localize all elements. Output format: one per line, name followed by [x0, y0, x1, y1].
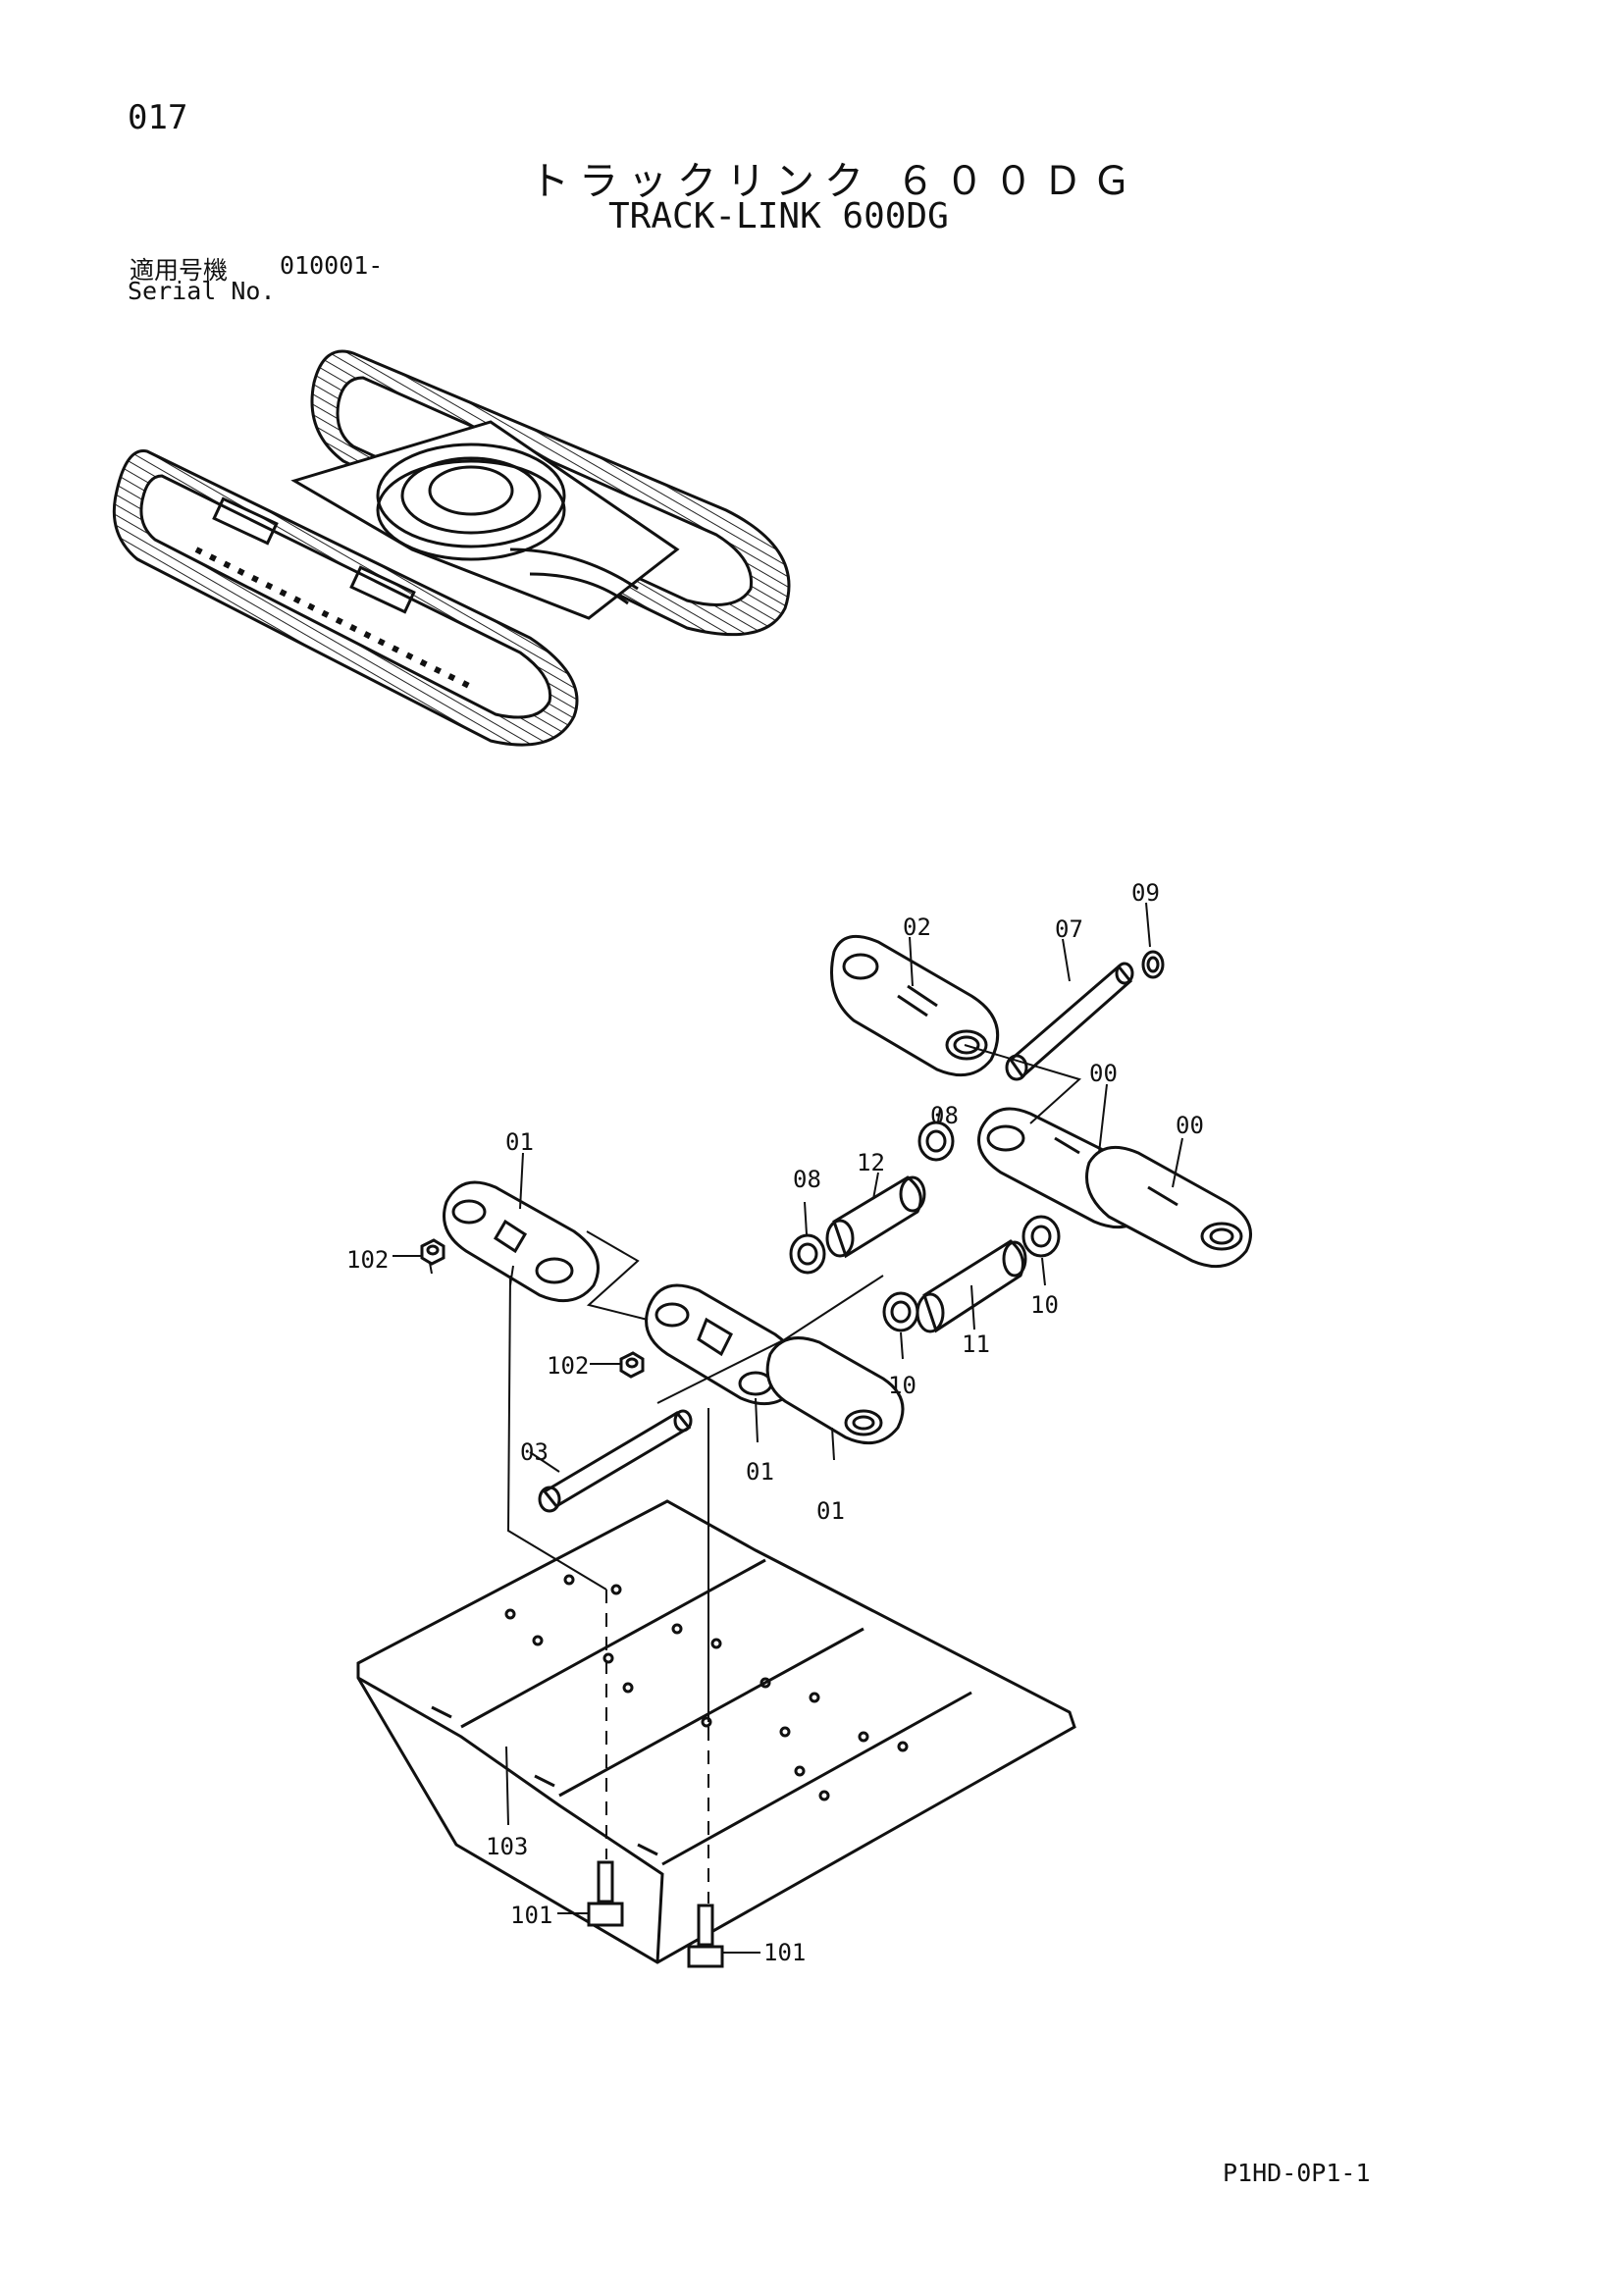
part-102-nut-upper [420, 1238, 445, 1266]
leader-lines [393, 902, 1183, 1954]
callout-01-right: 01 [816, 1497, 845, 1525]
callout-02: 02 [903, 913, 931, 941]
part-103-track-shoes [356, 1499, 1076, 1964]
part-08-seal-lower [789, 1233, 826, 1275]
callout-10-lower: 10 [888, 1372, 916, 1399]
callout-07: 07 [1055, 915, 1083, 943]
serial-label-english: Serial No. [128, 277, 276, 305]
callout-103: 103 [486, 1833, 528, 1860]
part-101-bolt-right [687, 1904, 724, 1968]
callout-102-lower: 102 [547, 1352, 589, 1380]
serial-label-japanese: 適用号機 [130, 256, 229, 285]
part-02-link [830, 934, 1000, 1077]
callout-102-upper: 102 [346, 1246, 389, 1274]
part-101-bolt-left [587, 1860, 624, 1927]
callout-101-right: 101 [763, 1939, 806, 1966]
part-00-link-assembly [977, 1107, 1252, 1269]
page-title-english: TRACK-LINK 600DG [608, 196, 949, 236]
part-10-seal-lower [882, 1291, 919, 1332]
alignment-lines [506, 1044, 1081, 1904]
callout-labels: 09 02 07 00 00 08 12 08 01 102 102 10 10… [346, 879, 1204, 1966]
callout-01-left: 01 [505, 1128, 534, 1156]
part-12-bushing [825, 1175, 926, 1259]
footer-code: P1HD-0P1-1 [1223, 2159, 1371, 2187]
callout-01-center: 01 [746, 1458, 774, 1486]
part-10-seal-upper [1021, 1215, 1061, 1258]
callout-00-right: 00 [1176, 1112, 1204, 1139]
part-11-bushing [916, 1239, 1027, 1333]
serial-number: 010001- [280, 251, 384, 280]
page-title-japanese: トラックリンク ６００ＤＧ [530, 159, 1141, 204]
callout-101-left: 101 [510, 1902, 552, 1929]
part-08-seal-upper [917, 1121, 955, 1162]
callout-08-lower: 08 [793, 1166, 821, 1193]
part-01-link-center [645, 1283, 905, 1445]
callout-08-upper: 08 [930, 1102, 959, 1129]
part-01-link-left [443, 1180, 600, 1303]
callout-00-upper: 00 [1089, 1060, 1118, 1087]
undercarriage-illustration [112, 349, 791, 747]
exploded-assembly [356, 902, 1252, 1968]
crawler-track-front [112, 449, 579, 747]
callout-12: 12 [857, 1149, 885, 1176]
part-102-nut-lower [619, 1351, 645, 1379]
callout-10-upper: 10 [1030, 1291, 1059, 1319]
callout-09: 09 [1131, 879, 1160, 907]
page-number: 017 [128, 98, 188, 137]
part-03-pin [538, 1409, 693, 1513]
part-07-pin [1005, 962, 1134, 1081]
callout-11: 11 [962, 1331, 990, 1358]
callout-03: 03 [520, 1438, 549, 1466]
center-frame [290, 420, 680, 620]
part-09-ring [1141, 950, 1165, 979]
